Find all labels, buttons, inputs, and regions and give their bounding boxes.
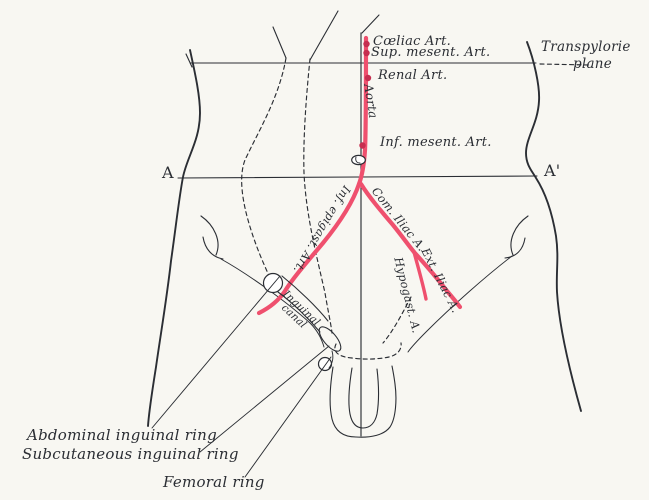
label-marker-a-prime: A' — [544, 161, 561, 180]
leader-lines — [151, 275, 332, 478]
label-abdominal-inguinal-ring: Abdominal inguinal ring — [27, 426, 217, 444]
sup-mesenteric-dot — [363, 49, 370, 57]
transpyloric-dashed-segment — [539, 63, 590, 66]
inguinal-canal-upper-line — [281, 275, 329, 322]
arteries — [256, 35, 463, 316]
coeliac-dot — [363, 40, 370, 48]
asis-mark-left — [200, 215, 224, 260]
leader-abdominal-ring — [151, 275, 281, 429]
label-inf-mesenteric-artery: Inf. mesent. Art. — [380, 135, 492, 150]
inferior-epigastric-artery — [256, 181, 362, 316]
leader-subcutaneous-ring — [199, 345, 330, 453]
genital-outline-inner — [348, 367, 380, 429]
aorta-branch-dots — [359, 40, 372, 149]
dashed-lines — [241, 57, 590, 360]
label-transpyloric-plane-line2: plane — [573, 56, 612, 72]
umbilicus — [351, 154, 366, 166]
umbilicus-ellipse — [351, 154, 366, 166]
label-renal-artery: Renal Art. — [378, 68, 448, 83]
inguinal-canal — [277, 275, 342, 369]
label-coeliac-artery: Cœliac Art. — [373, 34, 451, 49]
inguinal-ligament-left — [220, 258, 325, 348]
body-outline — [147, 10, 582, 438]
inguinal-canal-lower-line — [277, 291, 321, 333]
transpyloric-plane-line — [185, 53, 537, 68]
inguinal-ligament-right — [407, 255, 513, 353]
renal-dot — [364, 74, 372, 82]
rectus-border-dashed — [303, 58, 333, 334]
inf-mesenteric-dot — [359, 142, 366, 149]
costal-margin-lines — [272, 10, 380, 61]
common-iliac-artery — [358, 181, 417, 255]
label-femoral-ring: Femoral ring — [163, 473, 265, 491]
subcutaneous-inguinal-ring-oval — [318, 326, 342, 352]
external-iliac-artery — [411, 249, 463, 310]
pubic-crest-dashed — [334, 342, 402, 360]
label-transpyloric-plane-line1: Transpylorie — [541, 39, 631, 55]
body-outline-left — [147, 49, 201, 427]
label-sup-mesenteric-artery: Sup. mesent. Art. — [371, 45, 491, 60]
label-marker-a: A — [162, 163, 174, 182]
spermatic-cord-line — [328, 350, 334, 369]
intertubercular-line — [177, 175, 538, 179]
genital-outline-outer — [329, 365, 397, 438]
pelvic-dashed-right — [382, 296, 412, 344]
asis-mark-right — [504, 215, 529, 259]
semilunar-dashed-left — [241, 57, 287, 281]
body-outline-right — [525, 41, 582, 412]
leader-femoral-ring — [244, 356, 332, 478]
umbilicus-mark — [355, 156, 361, 164]
label-subcutaneous-inguinal-ring: Subcutaneous inguinal ring — [22, 445, 239, 463]
